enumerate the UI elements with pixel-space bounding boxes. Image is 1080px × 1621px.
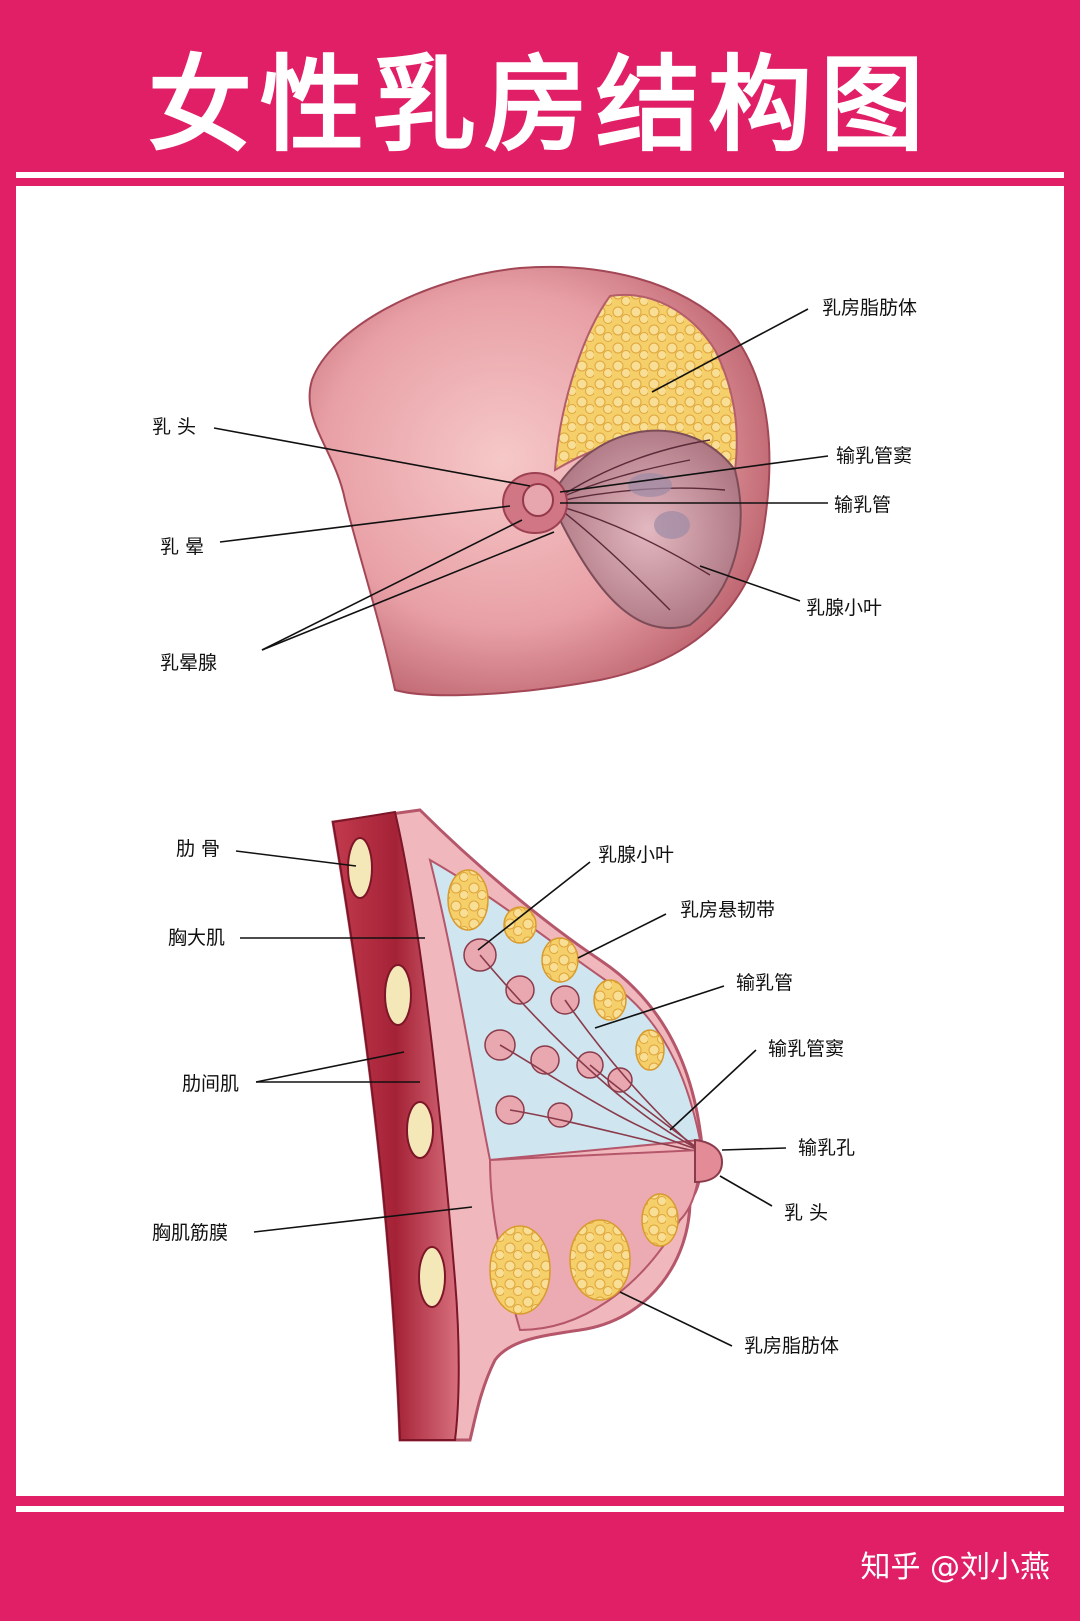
page-title: 女性乳房结构图	[147, 44, 932, 166]
label-lobule-top: 乳腺小叶	[806, 597, 883, 619]
top-leader-lines	[213, 308, 829, 651]
bottom-divider	[16, 1506, 1064, 1512]
label-nipple-bottom: 乳 头	[784, 1202, 829, 1224]
label-nipple-top: 乳 头	[152, 416, 197, 438]
label-lactiferous-sinus-bottom: 输乳管窦	[768, 1038, 845, 1060]
label-suspensory-ligament: 乳房悬韧带	[680, 899, 776, 921]
label-fat-body-top: 乳房脂肪体	[822, 297, 918, 319]
label-areolar-gland-top: 乳晕腺	[160, 652, 218, 674]
label-lobule-bottom: 乳腺小叶	[598, 844, 675, 866]
bottom-section-figure	[331, 808, 724, 1442]
label-lactiferous-sinus-top: 输乳管窦	[836, 445, 913, 467]
label-intercostal: 肋间肌	[182, 1073, 240, 1095]
label-duct-opening: 输乳孔	[798, 1137, 856, 1159]
label-pectoralis-major: 胸大肌	[168, 927, 226, 949]
top-divider	[16, 172, 1064, 178]
label-areola-top: 乳 晕	[160, 536, 205, 558]
top-breast-figure	[308, 265, 771, 697]
label-lactiferous-duct-top: 输乳管	[834, 494, 892, 516]
watermark: 知乎 @刘小燕	[860, 1550, 1050, 1585]
bottom-leader-lines	[235, 850, 787, 1347]
label-lactiferous-duct-bottom: 输乳管	[736, 972, 794, 994]
label-pectoral-fascia: 胸肌筋膜	[152, 1222, 229, 1244]
label-rib: 肋 骨	[176, 838, 221, 860]
label-fat-body-bottom: 乳房脂肪体	[744, 1335, 840, 1357]
